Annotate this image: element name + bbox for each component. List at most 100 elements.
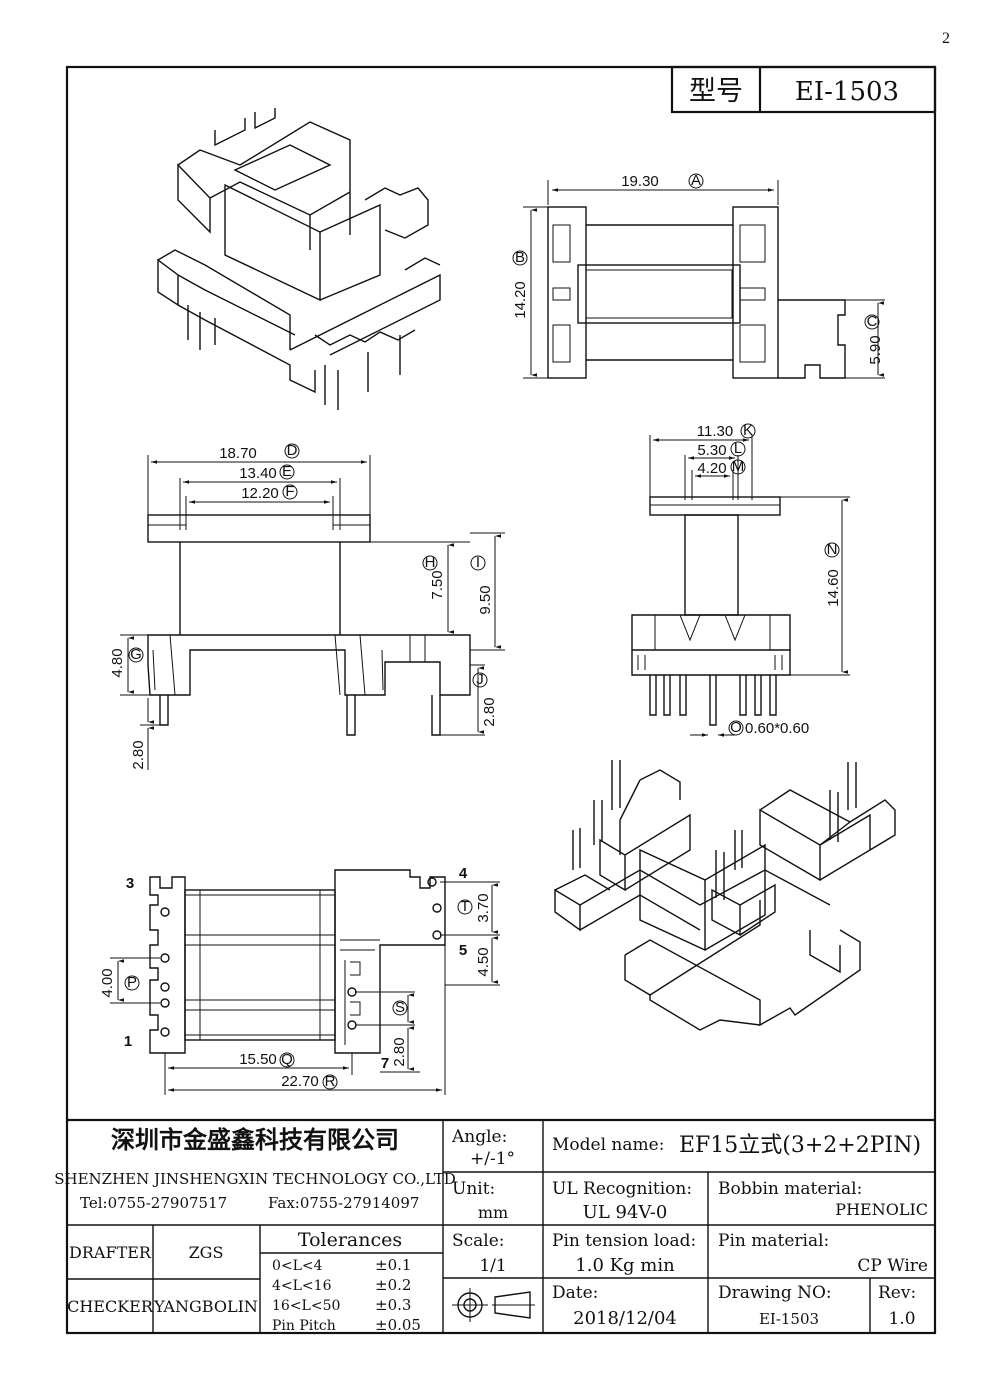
svg-text:D: D: [287, 442, 298, 459]
dim-G-value: 4.80: [109, 648, 126, 677]
bobbin-material-value: PHENOLIC: [835, 1200, 928, 1219]
dim-H-ref: H: [422, 554, 438, 571]
dim-R-ref: R: [322, 1073, 338, 1090]
angle-label: Angle:: [451, 1127, 507, 1147]
model-name-label: Model name:: [552, 1135, 664, 1155]
tolerance-range: Pin Pitch: [272, 1318, 336, 1334]
tolerance-value: ±0.1: [375, 1256, 411, 1274]
isometric-view-bottom: [554, 760, 896, 1031]
unit-value: mm: [478, 1203, 508, 1222]
dim-Q-value: 15.50: [239, 1051, 277, 1068]
ul-recognition-label: UL Recognition:: [552, 1179, 692, 1199]
pin-label-3: 3: [126, 875, 134, 892]
unit-label: Unit:: [452, 1179, 495, 1199]
dim-E-value: 13.40: [239, 465, 277, 482]
model-label: 型号: [689, 76, 743, 107]
dim-I-value: 9.50: [477, 585, 494, 614]
model-value: EI-1503: [795, 77, 899, 107]
model-title-box: 型号 EI-1503: [670, 65, 937, 114]
tolerance-range: 4<L<16: [272, 1278, 332, 1294]
dim-P-ref: P: [124, 974, 140, 991]
pin-label-5: 5: [459, 942, 467, 959]
front-view: 18.70 D 13.40 E 12.20 F 7.50 H 9.50 I 2.: [109, 442, 505, 770]
dim-L-ref: L: [730, 440, 746, 457]
svg-text:J: J: [476, 671, 484, 688]
rev-value: 1.0: [888, 1309, 915, 1329]
dim-M-value: 4.20: [697, 460, 726, 477]
drawing-no-value: EI-1503: [759, 1310, 819, 1328]
dim-S-gap-value: 4.50: [475, 947, 492, 976]
date-label: Date:: [552, 1283, 598, 1303]
dim-pin-length: 2.80: [130, 740, 147, 769]
dim-M-ref: M: [730, 458, 746, 475]
dim-G-ref: G: [128, 646, 144, 663]
dim-K-ref: K: [740, 422, 756, 439]
side-view: 11.30 K 5.30 L 4.20 M 14.60 N O 0.60*0.6…: [631, 422, 850, 737]
dim-T-value: 3.70: [475, 893, 492, 922]
company-name-cn: 深圳市金盛鑫科技有限公司: [111, 1125, 399, 1154]
top-view: 19.30 A 14.20 B 5.90 C: [512, 172, 885, 379]
dim-Q-ref: Q: [279, 1051, 295, 1068]
bottom-view: 3 4 5 1 7 3.70 T 4.50 S 2.: [99, 865, 500, 1095]
page-corner-mark: 2: [942, 30, 950, 47]
dim-C-value: 5.90: [867, 335, 884, 364]
dim-E-ref: E: [279, 463, 295, 480]
model-name-value: EF15立式(3+2+2PIN): [679, 1133, 921, 1158]
checker-value: YANGBOLIN: [153, 1297, 258, 1316]
sheet-border: [65, 65, 937, 1335]
dim-O-ref: O: [728, 719, 744, 736]
svg-text:N: N: [827, 541, 838, 558]
svg-text:K: K: [743, 422, 753, 439]
dim-S-ref: S: [392, 999, 408, 1016]
tolerance-value: ±0.2: [375, 1276, 411, 1294]
dim-K-value: 11.30: [697, 423, 733, 440]
tolerance-range: 0<L<4: [272, 1258, 323, 1274]
dim-J-ref: J: [472, 671, 488, 688]
tolerance-range: 16<L<50: [272, 1298, 340, 1314]
dim-N-ref: N: [824, 541, 840, 558]
svg-text:T: T: [460, 898, 469, 915]
dim-A-ref: A: [688, 172, 704, 189]
date-value: 2018/12/04: [573, 1308, 677, 1329]
dim-J-value: 2.80: [481, 697, 498, 726]
dim-F-value: 12.20: [241, 485, 279, 502]
svg-text:Q: Q: [281, 1051, 293, 1068]
company-fax: Fax:0755-27914097: [268, 1194, 419, 1212]
pin-tension-label: Pin tension load:: [552, 1231, 696, 1251]
svg-text:B: B: [515, 249, 525, 266]
rev-label: Rev:: [878, 1283, 916, 1303]
bobbin-material-label: Bobbin material:: [718, 1179, 862, 1199]
svg-text:G: G: [130, 646, 142, 663]
dim-N-value: 14.60: [825, 569, 842, 607]
projection-symbol-icon: [452, 1288, 535, 1322]
tolerances-label: Tolerances: [298, 1229, 402, 1251]
pin-label-1: 1: [124, 1033, 132, 1050]
svg-text:A: A: [691, 172, 701, 189]
svg-text:S: S: [395, 999, 405, 1016]
scale-value: 1/1: [479, 1256, 506, 1276]
pin-material-value: CP Wire: [857, 1256, 928, 1276]
dim-R-value: 22.70: [281, 1073, 319, 1090]
dim-S-bottom-value: 2.80: [391, 1037, 408, 1066]
svg-text:I: I: [476, 554, 480, 571]
checker-label: CHECKER: [67, 1297, 154, 1316]
svg-text:E: E: [282, 463, 292, 480]
pin-tension-value: 1.0 Kg min: [575, 1255, 675, 1276]
svg-text:H: H: [425, 554, 436, 571]
svg-text:F: F: [285, 483, 294, 500]
dim-B-ref: B: [512, 249, 528, 266]
svg-text:R: R: [325, 1073, 336, 1090]
svg-text:O: O: [730, 719, 742, 736]
dim-D-ref: D: [284, 442, 300, 459]
dim-O-value: 0.60*0.60: [745, 720, 809, 737]
drafter-label: DRAFTER: [69, 1243, 152, 1262]
company-name-en: SHENZHEN JINSHENGXIN TECHNOLOGY CO.,LTD: [54, 1170, 456, 1188]
dim-A-value: 19.30: [621, 173, 659, 190]
dim-T-ref: T: [457, 898, 473, 915]
dim-F-ref: F: [282, 483, 298, 500]
tolerance-value: ±0.3: [375, 1296, 411, 1314]
title-block: 深圳市金盛鑫科技有限公司 SHENZHEN JINSHENGXIN TECHNO…: [54, 1118, 935, 1334]
tolerance-value: ±0.05: [375, 1316, 421, 1334]
